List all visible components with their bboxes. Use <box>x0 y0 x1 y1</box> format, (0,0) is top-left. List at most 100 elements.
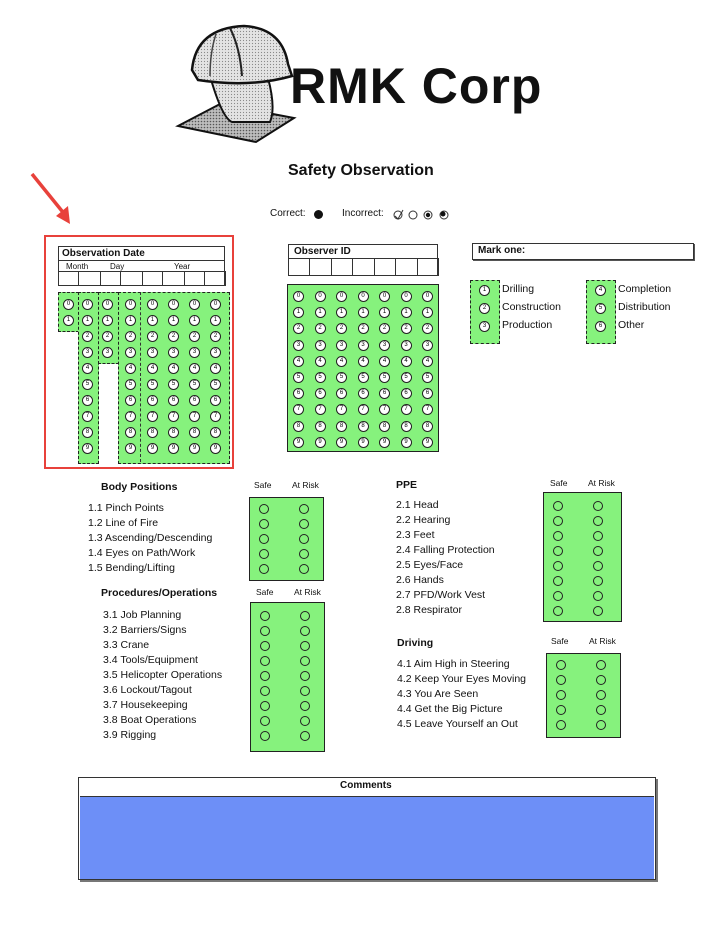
observer-id-bubble[interactable]: 4 <box>422 355 433 367</box>
safe-bubble[interactable] <box>556 660 566 670</box>
observer-id-bubble[interactable]: 6 <box>336 388 347 400</box>
observer-id-bubble[interactable]: 5 <box>422 372 433 383</box>
day-ones-bubble[interactable]: 8 <box>125 427 136 438</box>
day-ones-bubble[interactable]: 5 <box>125 379 136 390</box>
observer-id-bubble[interactable]: 3 <box>357 339 369 351</box>
safe-bubble[interactable] <box>553 591 563 601</box>
observer-id-bubble[interactable]: 7 <box>400 404 412 416</box>
at-risk-bubble[interactable] <box>596 705 606 715</box>
at-risk-bubble[interactable] <box>300 626 310 636</box>
observer-id-bubble[interactable]: 3 <box>379 339 390 351</box>
at-risk-bubble[interactable] <box>593 561 603 571</box>
observer-id-bubble[interactable]: 7 <box>336 404 347 416</box>
year-digit-bubble[interactable]: 6 <box>210 395 221 406</box>
day-ones-bubble[interactable]: 3 <box>125 347 136 358</box>
observer-id-bubble[interactable]: 0 <box>400 291 412 302</box>
month-ones-bubble[interactable]: 7 <box>82 411 93 422</box>
at-risk-bubble[interactable] <box>300 686 310 696</box>
year-digit-bubble[interactable]: 8 <box>168 427 179 438</box>
mark-one-bubble[interactable]: 6 <box>595 321 606 332</box>
month-ones-bubble[interactable]: 2 <box>82 331 93 342</box>
observer-id-bubble[interactable]: 8 <box>293 420 304 432</box>
safe-bubble[interactable] <box>553 546 563 556</box>
observer-id-bubble[interactable]: 6 <box>379 388 390 400</box>
safe-bubble[interactable] <box>259 519 269 529</box>
at-risk-bubble[interactable] <box>300 731 310 741</box>
observer-id-bubble[interactable]: 2 <box>400 323 412 335</box>
observer-id-bubble[interactable]: 2 <box>336 323 347 335</box>
year-digit-bubble[interactable]: 9 <box>168 443 179 454</box>
year-digit-bubble[interactable]: 7 <box>168 411 179 422</box>
safe-bubble[interactable] <box>553 561 563 571</box>
safe-bubble[interactable] <box>259 504 269 514</box>
month-ones-bubble[interactable]: 9 <box>82 443 93 454</box>
year-digit-bubble[interactable]: 6 <box>147 395 158 406</box>
safe-bubble[interactable] <box>553 606 563 616</box>
month-ones-bubble[interactable]: 5 <box>82 379 93 390</box>
observer-id-bubble[interactable]: 9 <box>336 436 347 448</box>
observer-id-bubble[interactable]: 9 <box>422 436 433 448</box>
at-risk-bubble[interactable] <box>300 716 310 726</box>
observer-id-bubble[interactable]: 6 <box>314 388 326 400</box>
month-ones-bubble[interactable]: 8 <box>82 427 93 438</box>
year-digit-bubble[interactable]: 0 <box>189 299 200 310</box>
month-ones-bubble[interactable]: 4 <box>82 363 93 374</box>
observer-id-bubble[interactable]: 0 <box>422 291 433 302</box>
safe-bubble[interactable] <box>556 705 566 715</box>
observer-id-bubble[interactable]: 5 <box>379 372 390 383</box>
observer-id-bubble[interactable]: 8 <box>314 420 326 432</box>
safe-bubble[interactable] <box>553 516 563 526</box>
observer-id-bubble[interactable]: 7 <box>314 404 326 416</box>
year-digit-bubble[interactable]: 0 <box>168 299 179 310</box>
observer-id-bubble[interactable]: 4 <box>293 355 304 367</box>
year-digit-bubble[interactable]: 0 <box>210 299 221 310</box>
observer-id-bubble[interactable]: 7 <box>357 404 369 416</box>
safe-bubble[interactable] <box>260 611 270 621</box>
year-digit-bubble[interactable]: 0 <box>147 299 158 310</box>
safe-bubble[interactable] <box>553 531 563 541</box>
observer-id-bubble[interactable]: 0 <box>379 291 390 302</box>
observer-id-bubble[interactable]: 8 <box>357 420 369 432</box>
year-digit-bubble[interactable]: 7 <box>189 411 200 422</box>
mark-one-bubble[interactable]: 3 <box>479 321 490 332</box>
year-digit-bubble[interactable]: 5 <box>210 379 221 390</box>
safe-bubble[interactable] <box>259 564 269 574</box>
safe-bubble[interactable] <box>556 675 566 685</box>
year-digit-bubble[interactable]: 4 <box>210 363 221 374</box>
observer-id-bubble[interactable]: 3 <box>293 339 304 351</box>
observer-id-bubble[interactable]: 4 <box>400 355 412 367</box>
day-tens-bubble[interactable]: 0 <box>102 299 113 310</box>
observer-id-bubble[interactable]: 8 <box>422 420 433 432</box>
observer-id-bubble[interactable]: 0 <box>314 291 326 302</box>
observer-id-bubble[interactable]: 3 <box>422 339 433 351</box>
observer-id-bubble[interactable]: 7 <box>422 404 433 416</box>
safe-bubble[interactable] <box>260 641 270 651</box>
year-digit-bubble[interactable]: 8 <box>210 427 221 438</box>
at-risk-bubble[interactable] <box>300 611 310 621</box>
at-risk-bubble[interactable] <box>596 720 606 730</box>
observer-id-bubble[interactable]: 2 <box>314 323 326 335</box>
observer-id-bubble[interactable]: 2 <box>357 323 369 335</box>
safe-bubble[interactable] <box>260 716 270 726</box>
month-ones-bubble[interactable]: 1 <box>82 315 93 326</box>
year-digit-bubble[interactable]: 2 <box>189 331 200 342</box>
year-digit-bubble[interactable]: 3 <box>210 347 221 358</box>
year-digit-bubble[interactable]: 4 <box>147 363 158 374</box>
mark-one-bubble[interactable]: 4 <box>595 285 606 296</box>
year-digit-bubble[interactable]: 2 <box>168 331 179 342</box>
at-risk-bubble[interactable] <box>593 591 603 601</box>
year-digit-bubble[interactable]: 3 <box>147 347 158 358</box>
year-digit-bubble[interactable]: 6 <box>168 395 179 406</box>
year-digit-bubble[interactable]: 9 <box>189 443 200 454</box>
observer-id-bubble[interactable]: 1 <box>293 307 304 319</box>
observer-id-bubble[interactable]: 4 <box>336 355 347 367</box>
at-risk-bubble[interactable] <box>299 534 309 544</box>
observer-id-bubble[interactable]: 0 <box>336 291 347 302</box>
at-risk-bubble[interactable] <box>596 675 606 685</box>
observer-id-bubble[interactable]: 9 <box>314 436 326 448</box>
observer-id-bubble[interactable]: 8 <box>400 420 412 432</box>
at-risk-bubble[interactable] <box>593 606 603 616</box>
month-ones-bubble[interactable]: 0 <box>82 299 93 310</box>
observer-id-bubble[interactable]: 7 <box>379 404 390 416</box>
observer-id-bubble[interactable]: 6 <box>400 388 412 400</box>
